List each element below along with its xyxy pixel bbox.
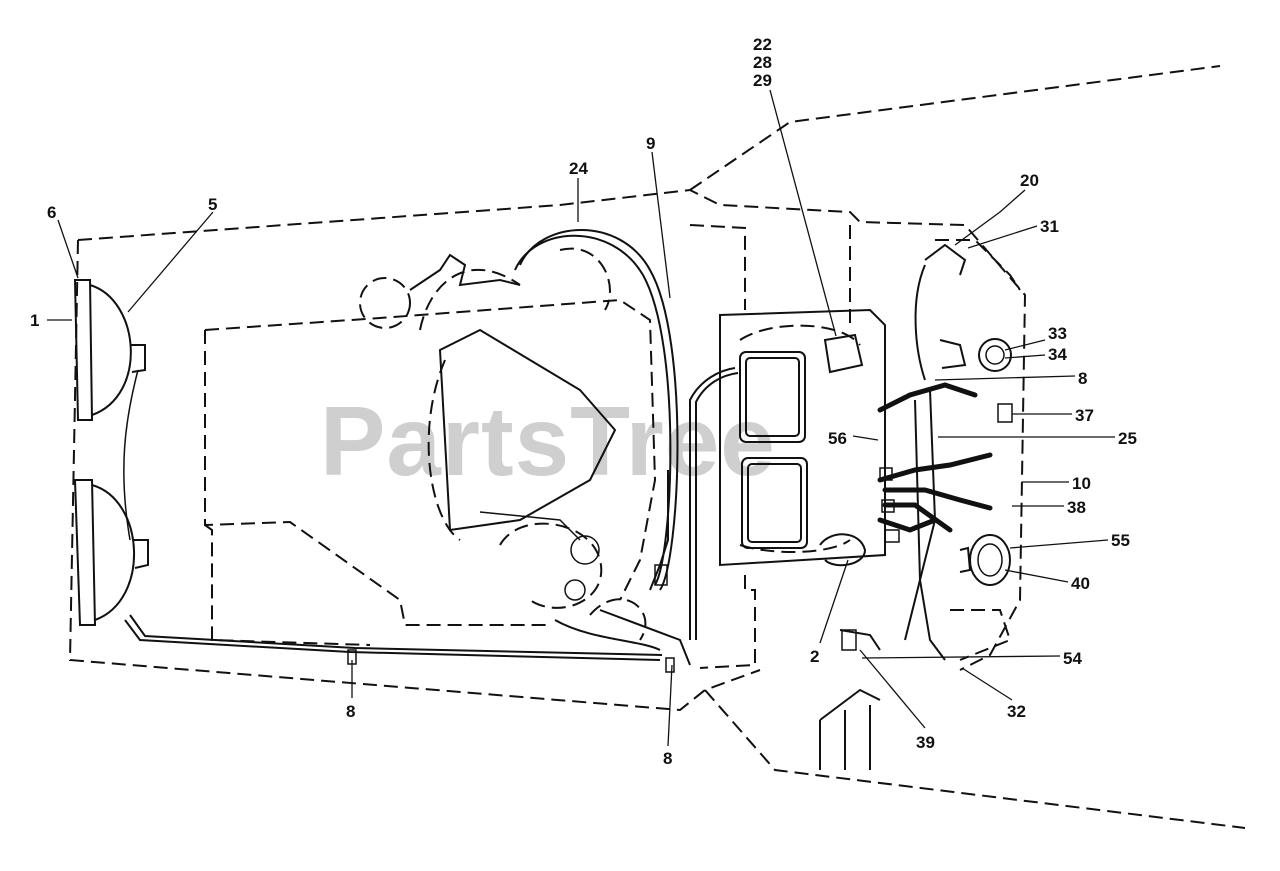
right-control-panel <box>819 239 1021 770</box>
callout-25: 25 <box>1118 429 1137 448</box>
callout-54: 54 <box>1063 649 1082 668</box>
callout-2: 2 <box>810 647 819 666</box>
callout-10: 10 <box>1072 474 1091 493</box>
callout-6: 6 <box>47 203 56 222</box>
callout-32: 32 <box>1007 702 1026 721</box>
dash-panel <box>689 224 886 669</box>
callout-31: 31 <box>1040 217 1059 236</box>
callout-56: 56 <box>828 429 847 448</box>
callout-40: 40 <box>1071 574 1090 593</box>
callout-55: 55 <box>1111 531 1130 550</box>
callout-8-bottom-mid: 8 <box>663 749 672 768</box>
callout-34: 34 <box>1048 345 1067 364</box>
callout-39: 39 <box>916 733 935 752</box>
callout-29: 29 <box>753 71 772 90</box>
callout-38: 38 <box>1067 498 1086 517</box>
callout-37: 37 <box>1075 406 1094 425</box>
wiring-harness <box>124 229 739 666</box>
callout-22: 22 <box>753 35 772 54</box>
headlight-assembly <box>73 279 149 626</box>
harness-clips <box>347 649 675 673</box>
callout-labels: 1 6 5 24 9 22 28 29 20 31 33 34 8 37 25 … <box>30 35 1137 768</box>
tractor-body-outline <box>68 65 1246 829</box>
callout-28: 28 <box>753 53 772 72</box>
watermark-text: PartsTree <box>320 386 776 496</box>
callout-33: 33 <box>1048 324 1067 343</box>
callout-24: 24 <box>569 159 588 178</box>
callout-5: 5 <box>208 195 217 214</box>
leader-lines <box>47 89 1115 747</box>
callout-20: 20 <box>1020 171 1039 190</box>
callout-9: 9 <box>646 134 655 153</box>
engine-outline <box>204 247 661 651</box>
callout-8-bottom-left: 8 <box>346 702 355 721</box>
callout-1: 1 <box>30 311 39 330</box>
callout-8-right: 8 <box>1078 369 1087 388</box>
